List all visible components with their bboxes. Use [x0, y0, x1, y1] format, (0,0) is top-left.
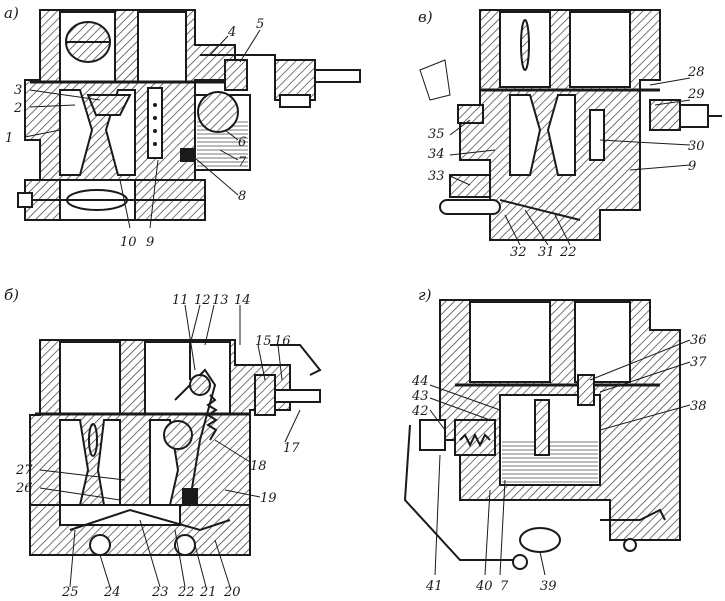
- callout-19: 19: [260, 491, 277, 506]
- callout-2: 2: [13, 101, 22, 116]
- fuel-inlet: [314, 69, 361, 83]
- callout-15: 15: [255, 334, 272, 349]
- panel-d-label: г): [418, 286, 432, 304]
- callout-4: 4: [227, 25, 236, 40]
- panel-a: а): [4, 4, 361, 250]
- callout-43: 43: [411, 389, 429, 404]
- callout-41: 41: [425, 579, 443, 594]
- callout-31: 31: [538, 245, 555, 260]
- callout-40: 40: [475, 579, 493, 594]
- callout-38: 38: [690, 399, 707, 414]
- panel-b-label: б): [4, 286, 19, 304]
- secondary-chamber: [137, 11, 187, 83]
- callout-22: 22: [177, 585, 195, 600]
- callout-11: 11: [172, 293, 189, 308]
- callout-14: 14: [234, 293, 251, 308]
- fuel-inlet: [274, 389, 321, 403]
- callout-7: 7: [238, 155, 247, 170]
- callout-35: 35: [428, 127, 445, 142]
- callout-26: 26: [15, 481, 33, 496]
- well-tube: [534, 399, 550, 456]
- callout-33: 33: [428, 169, 445, 184]
- callout-42: 42: [411, 404, 429, 419]
- throttle-valve: [499, 199, 581, 221]
- callout-39: 39: [540, 579, 557, 594]
- callout-9c: 9: [688, 159, 696, 174]
- callout-10: 10: [120, 235, 137, 250]
- pump-lever: [403, 424, 520, 561]
- callout-36: 36: [690, 333, 707, 348]
- throttle-linkage: [600, 508, 666, 521]
- panel-c-label: в): [418, 8, 433, 26]
- throttle-lever: [69, 508, 231, 532]
- callout-25: 25: [61, 585, 79, 600]
- emulsion-tube: [589, 109, 605, 161]
- callout-21: 21: [199, 585, 217, 600]
- callout-18: 18: [250, 459, 267, 474]
- panel-d: г) 36 37 38 39 7: [403, 286, 707, 594]
- callout-16: 16: [274, 334, 291, 349]
- callout-8: 8: [238, 189, 246, 204]
- torn-section: [419, 59, 451, 101]
- needle-valve: [224, 59, 248, 91]
- callout-27: 27: [15, 463, 33, 478]
- callout-24: 24: [103, 585, 121, 600]
- emulsion-tube: [147, 87, 163, 159]
- cam-disc: [163, 420, 193, 450]
- air-damper: [520, 19, 530, 71]
- throttle-valve: [519, 527, 561, 553]
- valve-housing: [254, 374, 276, 416]
- accelerator-pump: [454, 419, 496, 456]
- secondary-chamber: [144, 341, 231, 415]
- callout-28: 28: [687, 65, 705, 80]
- callout-44: 44: [411, 374, 429, 389]
- callout-30: 30: [688, 139, 705, 154]
- main-jet: [180, 148, 194, 162]
- callout-17: 17: [283, 441, 300, 456]
- callout-20: 20: [223, 585, 241, 600]
- fuel-filter: [274, 59, 316, 101]
- primary-chamber: [469, 301, 551, 383]
- panel-a-label: а): [4, 4, 19, 22]
- callout-32: 32: [510, 245, 527, 260]
- idle-screw: [439, 199, 501, 215]
- callout-3: 3: [14, 83, 22, 98]
- callout-29: 29: [687, 87, 705, 102]
- callout-9: 9: [146, 235, 154, 250]
- return-spring: [206, 394, 218, 441]
- secondary-chamber: [574, 301, 631, 383]
- economizer: [649, 99, 681, 131]
- idle-jet: [457, 104, 484, 124]
- panel-b: б): [4, 286, 322, 600]
- callout-12: 12: [194, 293, 211, 308]
- float: [197, 91, 239, 133]
- panel-c: в) 28 29 30 9 22 31: [418, 8, 722, 260]
- callout-37: 37: [690, 355, 707, 370]
- callout-7d: 7: [500, 579, 509, 594]
- venturi-left: [59, 89, 94, 176]
- callout-22c: 22: [559, 245, 577, 260]
- secondary-chamber: [569, 11, 631, 88]
- pivot-left: [89, 534, 111, 556]
- callout-5: 5: [256, 17, 264, 32]
- jet: [182, 488, 198, 504]
- pump-spring: [459, 432, 491, 448]
- callout-23: 23: [151, 585, 169, 600]
- callout-34: 34: [428, 147, 445, 162]
- needle-valve: [577, 374, 595, 406]
- callout-13: 13: [212, 293, 229, 308]
- primary-chamber: [59, 341, 121, 415]
- callout-6: 6: [238, 135, 246, 150]
- lever-pivot: [189, 374, 211, 396]
- callout-1: 1: [5, 131, 13, 146]
